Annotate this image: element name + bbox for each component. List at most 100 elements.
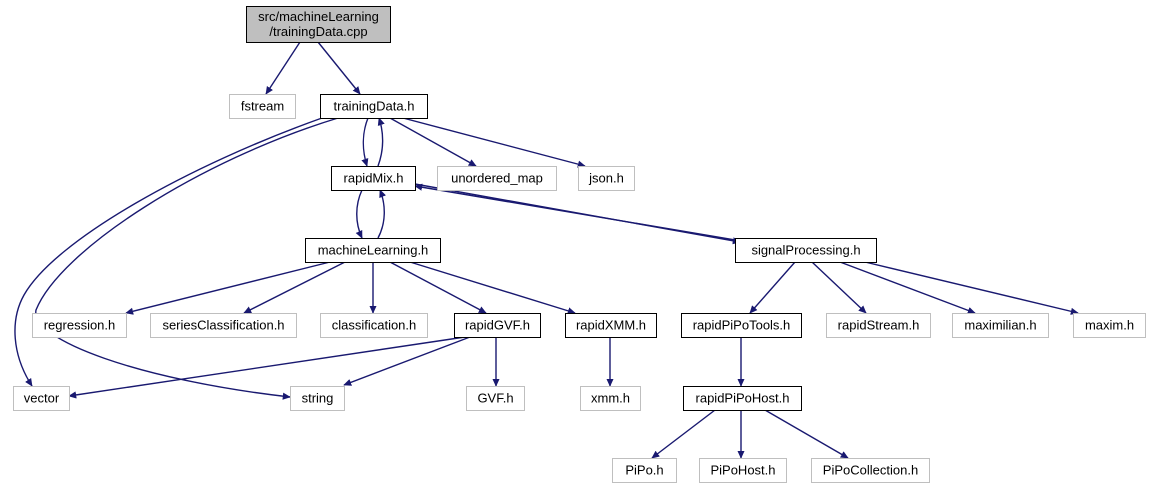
node-label: unordered_map [451,171,543,186]
edge-trainingData-h-to-json-h [402,117,586,168]
edge-signalProcessing-h-to-maximilian-h [839,261,976,314]
node-box [811,458,930,483]
node-box [305,238,441,263]
edge-trainingData-h-to-vector [14,117,323,387]
edge-trainingData-h-to-unordered-map [389,117,477,167]
node-label: PiPoHost.h [710,463,775,478]
node-rapidMix-h[interactable]: rapidMix.h [331,166,416,191]
node-maximilian-h: maximilian.h [952,313,1049,338]
nodes-layer: src/machineLearning/trainingData.cppfstr… [13,6,1146,483]
node-box [565,313,657,338]
edge-arrow [377,117,385,167]
node-label: rapidPiPoTools.h [693,318,791,333]
edge-arrow [355,189,363,239]
node-label: vector [24,391,60,406]
edge-root-to-trainingData-h [317,41,361,95]
node-box [826,313,931,338]
edge-arrow [35,117,339,400]
node-box [320,94,428,119]
node-rapidPiPoTools-h[interactable]: rapidPiPoTools.h [681,313,802,338]
node-rapidStream-h: rapidStream.h [826,313,931,338]
node-seriesClassification-h: seriesClassification.h [150,313,297,338]
node-box [612,458,677,483]
edge-arrow [317,41,361,95]
node-label: maxim.h [1085,318,1134,333]
node-box [331,166,416,191]
node-label: rapidPiPoHost.h [696,391,790,406]
edge-machineLearning-h-to-seriesClassification-h [243,261,346,314]
node-label: GVF.h [477,391,513,406]
node-box [32,313,127,338]
edge-arrow [839,261,976,314]
edge-arrow [864,261,1079,315]
node-label: rapidGVF.h [465,318,530,333]
node-label: rapidMix.h [344,171,404,186]
edge-arrow [243,261,346,314]
node-label: json.h [588,171,624,186]
node-label: xmm.h [591,391,630,406]
node-machineLearning-h[interactable]: machineLearning.h [305,238,441,263]
edge-arrow [749,261,796,314]
node-rapidGVF-h[interactable]: rapidGVF.h [454,313,541,338]
edge-machineLearning-h-to-rapidMix-h [377,189,387,239]
node-box [437,166,557,191]
node-PiPoCollection-h: PiPoCollection.h [811,458,930,483]
node-box [699,458,787,483]
node-box [454,313,541,338]
edge-trainingData-h-to-string [35,117,339,400]
node-label: rapidStream.h [838,318,920,333]
edge-arrow [377,189,387,239]
node-box [290,386,345,411]
node-box [578,166,635,191]
edge-arrow [361,117,369,167]
node-fstream: fstream [229,94,296,119]
node-box [466,386,525,411]
node-box [681,313,802,338]
node-box [13,386,70,411]
edge-root-to-fstream [265,41,301,95]
edge-arrow [68,336,466,399]
node-box [229,94,296,119]
edge-arrow [14,117,323,387]
edge-arrow [389,117,477,167]
node-box [1073,313,1146,338]
node-trainingData-h[interactable]: trainingData.h [320,94,428,119]
node-regression-h: regression.h [32,313,127,338]
node-unordered-map: unordered_map [437,166,557,191]
node-json-h: json.h [578,166,635,191]
edge-rapidPiPoHost-h-to-PiPoCollection-h [764,409,849,459]
node-box [683,386,802,411]
node-label: maximilian.h [964,318,1036,333]
node-box [320,313,428,338]
edge-arrow [402,117,586,168]
node-rapidXMM-h[interactable]: rapidXMM.h [565,313,657,338]
node-xmm-h: xmm.h [580,386,641,411]
node-label: string [302,391,334,406]
node-label: fstream [241,99,284,114]
node-GVF-h: GVF.h [466,386,525,411]
node-label: src/machineLearning [258,9,379,24]
edge-arrow [389,261,487,314]
edge-arrow [125,261,331,315]
node-label: signalProcessing.h [751,243,860,258]
edge-rapidPiPoHost-h-to-PiPo-h [651,409,716,459]
node-box [150,313,297,338]
node-rapidPiPoHost-h[interactable]: rapidPiPoHost.h [683,386,802,411]
node-PiPoHost-h: PiPoHost.h [699,458,787,483]
edge-arrow [651,409,716,459]
node-label: machineLearning.h [318,243,429,258]
edge-trainingData-h-to-rapidMix-h [361,117,369,167]
node-box [735,238,877,263]
node-box [952,313,1049,338]
node-box [246,6,391,43]
node-label: PiPo.h [625,463,663,478]
node-label: classification.h [332,318,417,333]
edge-signalProcessing-h-to-rapidMix-h [414,183,736,241]
edge-arrow [414,183,736,241]
node-signalProcessing-h[interactable]: signalProcessing.h [735,238,877,263]
edge-arrow [811,261,867,314]
edge-arrow [764,409,849,459]
node-label: PiPoCollection.h [823,463,918,478]
node-label: rapidXMM.h [576,318,646,333]
edge-rapidMix-h-to-trainingData-h [377,117,385,167]
